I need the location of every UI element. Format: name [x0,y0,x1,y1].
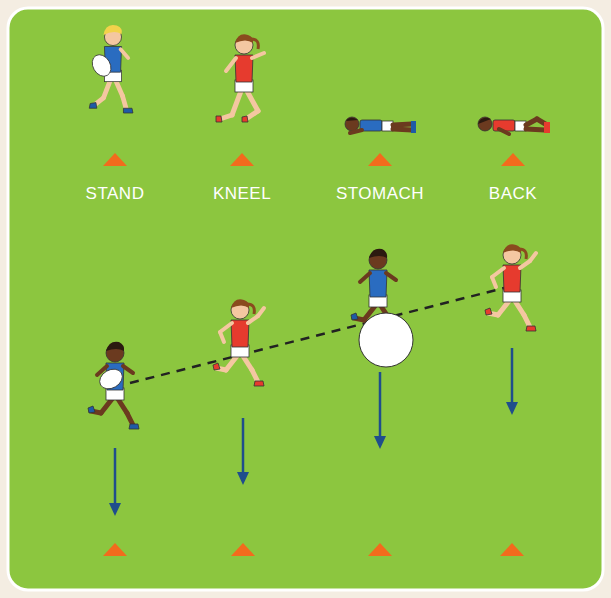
cone [231,543,255,556]
runner [88,342,139,429]
station-label: KNEEL [213,184,271,204]
cone [500,543,524,556]
cone [501,153,525,166]
arrow-head [374,436,386,449]
direction-arrow [114,448,117,505]
direction-arrow [242,418,245,474]
cone [230,153,254,166]
runner [213,299,264,386]
player-on-back [478,117,550,134]
station-label: STOMACH [336,184,424,204]
cone [368,543,392,556]
pitch-area [8,8,603,590]
station-label: STAND [86,184,145,204]
cone [368,153,392,166]
direction-arrow [511,348,514,404]
kneeling-player [216,34,264,122]
runner-with-ball [351,249,413,367]
arrow-head [109,503,121,516]
cone [103,543,127,556]
arrow-head [506,402,518,415]
station-label: BACK [489,184,537,204]
dashed-line [130,287,508,383]
standing-player [88,25,132,113]
player-on-stomach [345,117,416,133]
runner [485,244,536,331]
arrow-head [237,472,249,485]
cone [103,153,127,166]
direction-arrow [379,372,382,438]
